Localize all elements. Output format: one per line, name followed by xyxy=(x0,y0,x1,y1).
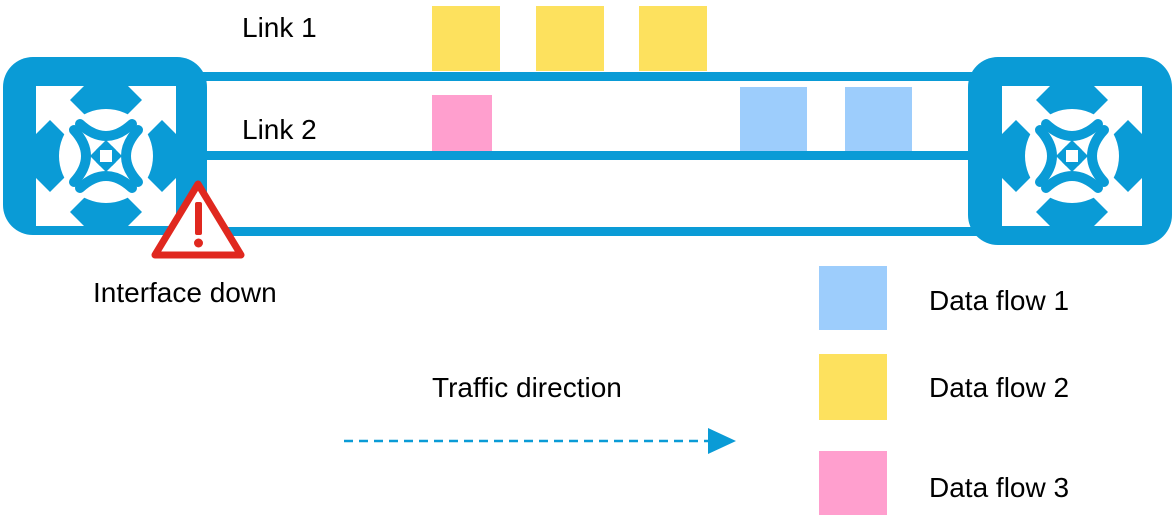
packet-flow-1 xyxy=(845,87,912,151)
links xyxy=(200,72,978,236)
packet-flow-3 xyxy=(432,95,492,151)
packet-flow-1 xyxy=(740,87,807,151)
link-2-label: Link 2 xyxy=(242,114,317,145)
legend-label-flow-2: Data flow 2 xyxy=(929,372,1069,403)
warning-icon xyxy=(151,180,245,259)
link-line-top xyxy=(200,72,978,81)
packet-flow-2 xyxy=(639,6,707,71)
legend-swatch-flow-1 xyxy=(819,266,887,330)
traffic-direction-label: Traffic direction xyxy=(432,372,622,403)
link-1-label: Link 1 xyxy=(242,12,317,43)
legend: Data flow 1 Data flow 2 Data flow 3 xyxy=(819,266,1069,515)
link-line-bottom xyxy=(200,227,978,236)
switch-left xyxy=(3,57,207,235)
switch-right xyxy=(968,57,1172,245)
legend-label-flow-1: Data flow 1 xyxy=(929,285,1069,316)
dashed-arrow-right-icon xyxy=(344,428,736,454)
legend-swatch-flow-2 xyxy=(819,354,887,420)
legend-label-flow-3: Data flow 3 xyxy=(929,472,1069,503)
legend-swatch-flow-3 xyxy=(819,451,887,515)
interface-down-label: Interface down xyxy=(93,277,277,308)
link-line-middle xyxy=(200,151,978,160)
packets xyxy=(432,6,912,151)
packet-flow-2 xyxy=(432,6,500,71)
packet-flow-2 xyxy=(536,6,604,71)
